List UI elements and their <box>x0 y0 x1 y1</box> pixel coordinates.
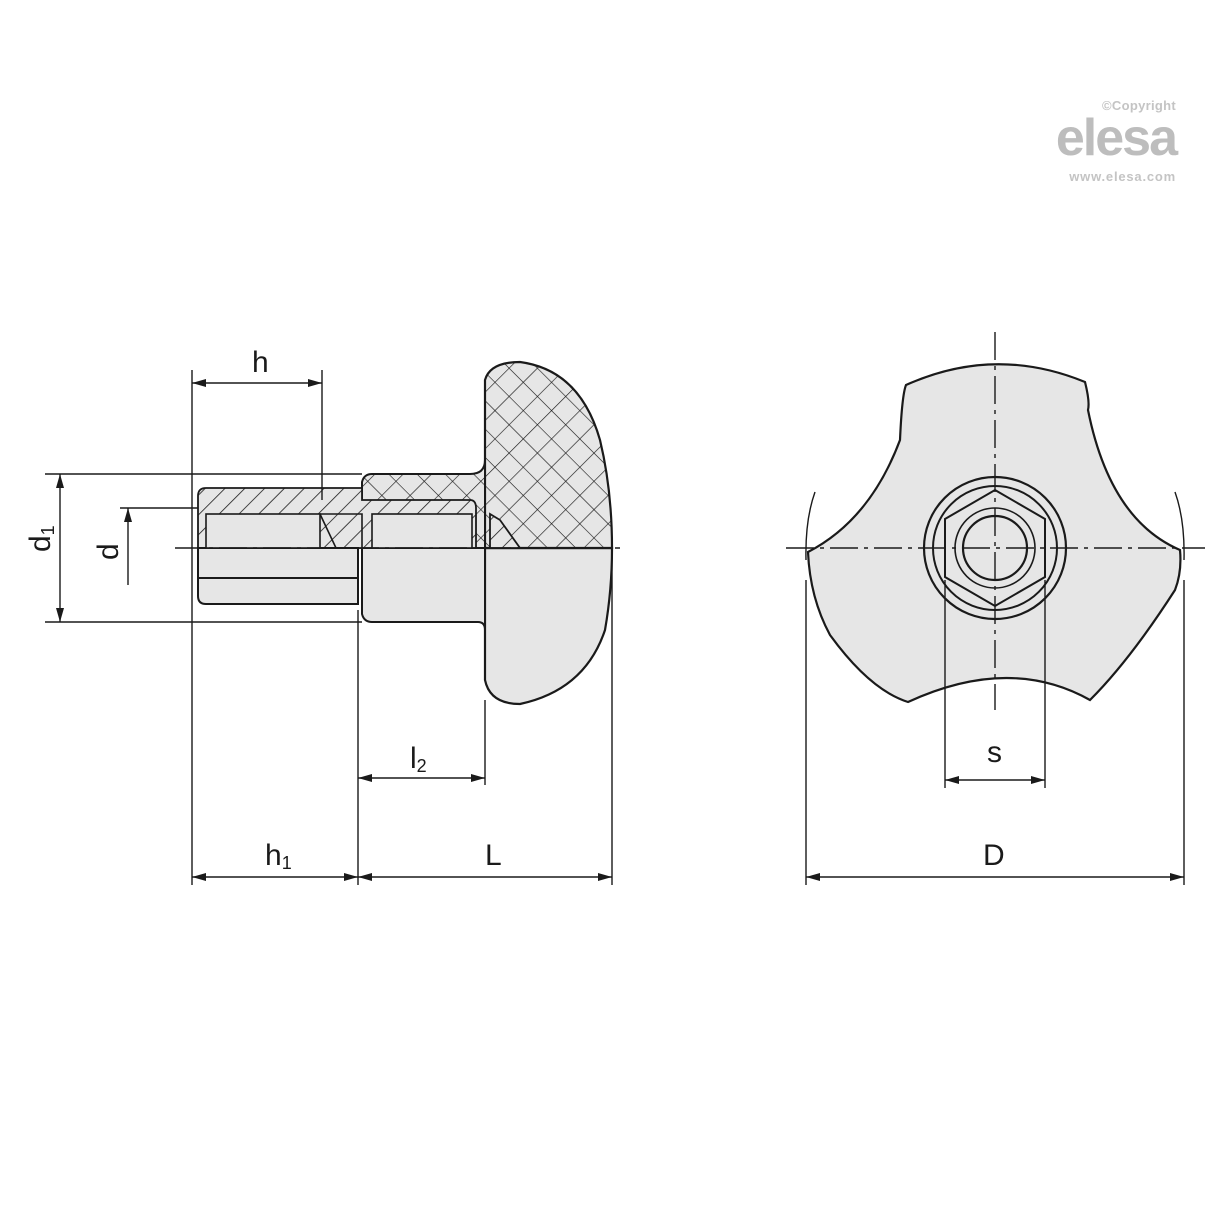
dim-label-s: s <box>987 736 1002 769</box>
elesa-watermark: ©Copyright elesa www.elesa.com <box>1026 98 1178 184</box>
dim-label-h: h <box>252 346 269 379</box>
svg-text:d1: d1 <box>24 525 58 552</box>
dim-label-h1: h1 <box>265 839 292 873</box>
svg-text:d: d <box>92 543 125 560</box>
brand-logo: elesa <box>1055 109 1178 167</box>
front-view <box>786 332 1205 885</box>
dim-label-D: D <box>983 839 1005 872</box>
website-url: www.elesa.com <box>1069 169 1176 184</box>
dim-label-d1: d1 <box>24 525 58 552</box>
dim-label-L: L <box>485 839 502 872</box>
dim-label-d: d <box>92 543 125 560</box>
side-view <box>45 360 620 885</box>
copyright-text: ©Copyright <box>1102 98 1176 113</box>
dim-label-l2: l2 <box>410 742 427 776</box>
